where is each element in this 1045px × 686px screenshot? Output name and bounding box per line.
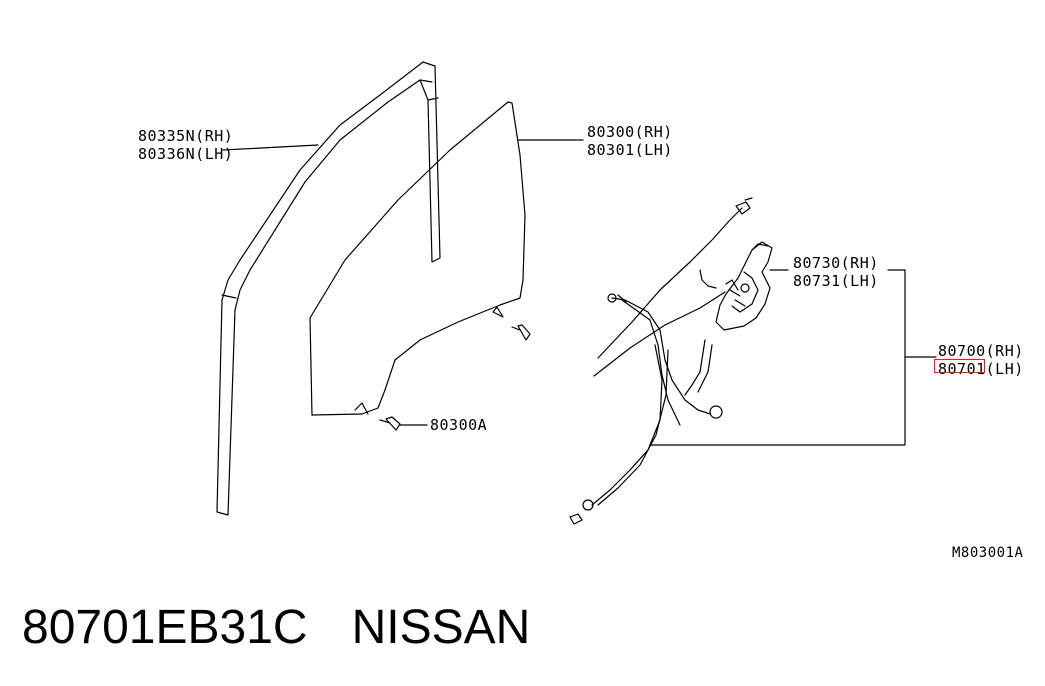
callout-motor-lh: 80731(LH) <box>793 272 879 290</box>
door-glass <box>309 101 526 416</box>
regulator-motor <box>715 241 773 331</box>
callout-glass-lh: 80301(LH) <box>587 141 673 159</box>
callout-regulator-lh: 80701(LH) <box>938 360 1024 378</box>
callout-sash-rh: 80335N(RH) <box>138 127 234 145</box>
brand-name: NISSAN <box>351 601 531 654</box>
leader-lines <box>222 139 937 446</box>
part-number: 80701EB31C <box>22 601 308 654</box>
callout-regulator-rh: 80700(RH) <box>938 342 1024 360</box>
bolt-upper <box>511 324 531 341</box>
callout-motor-rh: 80730(RH) <box>793 254 879 272</box>
door-sash-channel <box>216 61 441 516</box>
callout-glass-rh: 80300(RH) <box>587 123 673 141</box>
window-regulator <box>569 197 753 525</box>
diagram-code: M803001A <box>952 545 1024 561</box>
callout-bolt: 80300A <box>430 416 488 434</box>
callout-sash-lh: 80336N(LH) <box>138 145 234 163</box>
bolt-lower <box>379 416 401 431</box>
part-title: 80701EB31C NISSAN <box>22 600 530 655</box>
highlight-box <box>934 359 985 373</box>
